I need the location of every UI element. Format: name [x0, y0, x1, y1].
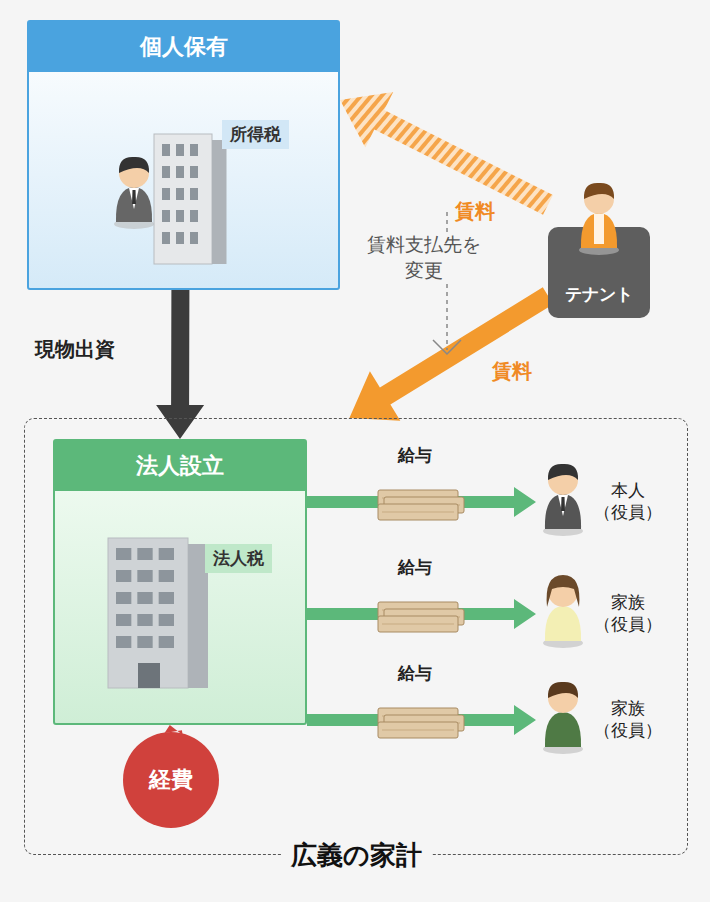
person-label: 家族 （役員）	[592, 591, 664, 635]
header-band: 法人設立	[55, 441, 305, 491]
region-title-wrap: 広義の家計	[25, 838, 687, 873]
person-label: 家族 （役員）	[592, 697, 664, 741]
region-title: 広義の家計	[281, 838, 432, 873]
person-label: 本人 （役員）	[592, 479, 664, 523]
tenant-label: テナント	[548, 283, 650, 306]
dashed-arrow-head	[433, 340, 461, 354]
illustration	[536, 679, 590, 759]
flow-arrow	[156, 290, 204, 439]
flow-arrow	[349, 287, 553, 420]
money-stacks	[378, 490, 464, 738]
flow-arrow	[340, 92, 553, 215]
note-label: 賃料支払先を 変更	[362, 232, 486, 283]
edge-label: 賃料	[492, 358, 532, 385]
node-title: 個人保有	[140, 32, 228, 62]
illustration	[536, 573, 590, 653]
tax-tag: 法人税	[205, 544, 272, 573]
flow-arrow	[307, 705, 536, 735]
edge-label: 給与	[398, 444, 432, 467]
illustration	[536, 461, 590, 541]
flow-arrow	[307, 599, 536, 629]
blue-node: 個人保有所得税	[27, 20, 340, 290]
node-title: 法人設立	[136, 451, 224, 481]
tax-tag: 所得税	[222, 120, 289, 149]
green-node: 法人設立法人税	[53, 439, 307, 725]
person-node: 本人 （役員）	[536, 471, 668, 533]
edge-label: 給与	[398, 556, 432, 579]
edge-label: 賃料	[455, 198, 495, 225]
flow-arrow	[307, 487, 536, 517]
tenant-node: テナント	[548, 170, 650, 318]
edge-label: 現物出資	[35, 336, 115, 363]
expense-label: 経費	[149, 765, 193, 795]
header-band: 個人保有	[29, 22, 338, 72]
illustration	[83, 503, 223, 703]
region-node: 広義の家計法人設立法人税経費本人 （役員）家族 （役員）家族 （役員）	[24, 418, 688, 855]
circle-node: 経費	[123, 732, 219, 828]
person-node: 家族 （役員）	[536, 689, 668, 751]
edge-label: 給与	[398, 662, 432, 685]
person-node: 家族 （役員）	[536, 583, 668, 645]
